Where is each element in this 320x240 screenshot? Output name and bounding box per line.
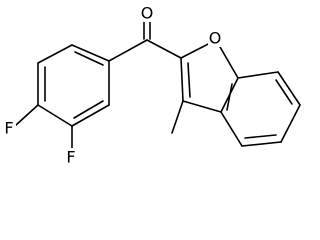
bond-ring-lower-right-inner — [73, 100, 104, 119]
label-mask — [65, 148, 78, 166]
bond-c6-c5 — [280, 104, 301, 143]
label-mask — [208, 29, 223, 47]
structure-canvas: O O F F — [3, 4, 301, 167]
bond-c4-fluorine — [15, 104, 39, 126]
bond-c4-c3a — [220, 111, 243, 147]
molecule-drawing: O O F F — [3, 4, 301, 167]
bond-ring-top-inner — [74, 51, 104, 66]
atom-label-fluorine-4-group: F — [3, 119, 16, 138]
atom-label-oxygen-furan: O — [209, 29, 222, 48]
atom-label-oxygen-carbonyl-group: O — [140, 4, 154, 23]
label-mask — [3, 119, 16, 137]
bond-c5-c4 — [241, 141, 282, 147]
atom-label-fluorine-3: F — [66, 148, 75, 167]
bond-ring-upper-left — [37, 44, 73, 64]
bond-c7-c6 — [277, 71, 301, 106]
atom-label-oxygen-furan-group: O — [208, 29, 223, 48]
bond-c3a-c3 — [182, 100, 222, 113]
difluorophenyl-ring — [37, 44, 110, 127]
bond-ring-lower-left — [37, 104, 73, 127]
bond-ring-top — [71, 44, 110, 62]
atom-label-oxygen-carbonyl: O — [141, 4, 154, 23]
atom-label-fluorine-4: F — [4, 119, 13, 138]
bond-c7a-c3a-inner — [226, 83, 233, 111]
bond-ring-lower-right — [71, 104, 110, 127]
bond-c5-c4-inner — [244, 134, 277, 139]
atom-label-fluorine-3-group: F — [65, 148, 78, 167]
benzo-ring — [220, 71, 301, 147]
label-mask — [140, 4, 154, 22]
furan-ring — [180, 39, 239, 113]
bond-c7a-c7 — [237, 71, 279, 79]
bond-c3-c2-inner — [187, 62, 191, 98]
bond-c3-c2 — [180, 57, 184, 102]
carbonyl-group — [108, 20, 182, 62]
bond-aryl-carbonyl — [108, 39, 148, 62]
bond-carbonyl-benzofuran — [146, 39, 182, 59]
bond-methyl — [171, 100, 184, 134]
bond-c7-c6-inner — [275, 79, 293, 105]
